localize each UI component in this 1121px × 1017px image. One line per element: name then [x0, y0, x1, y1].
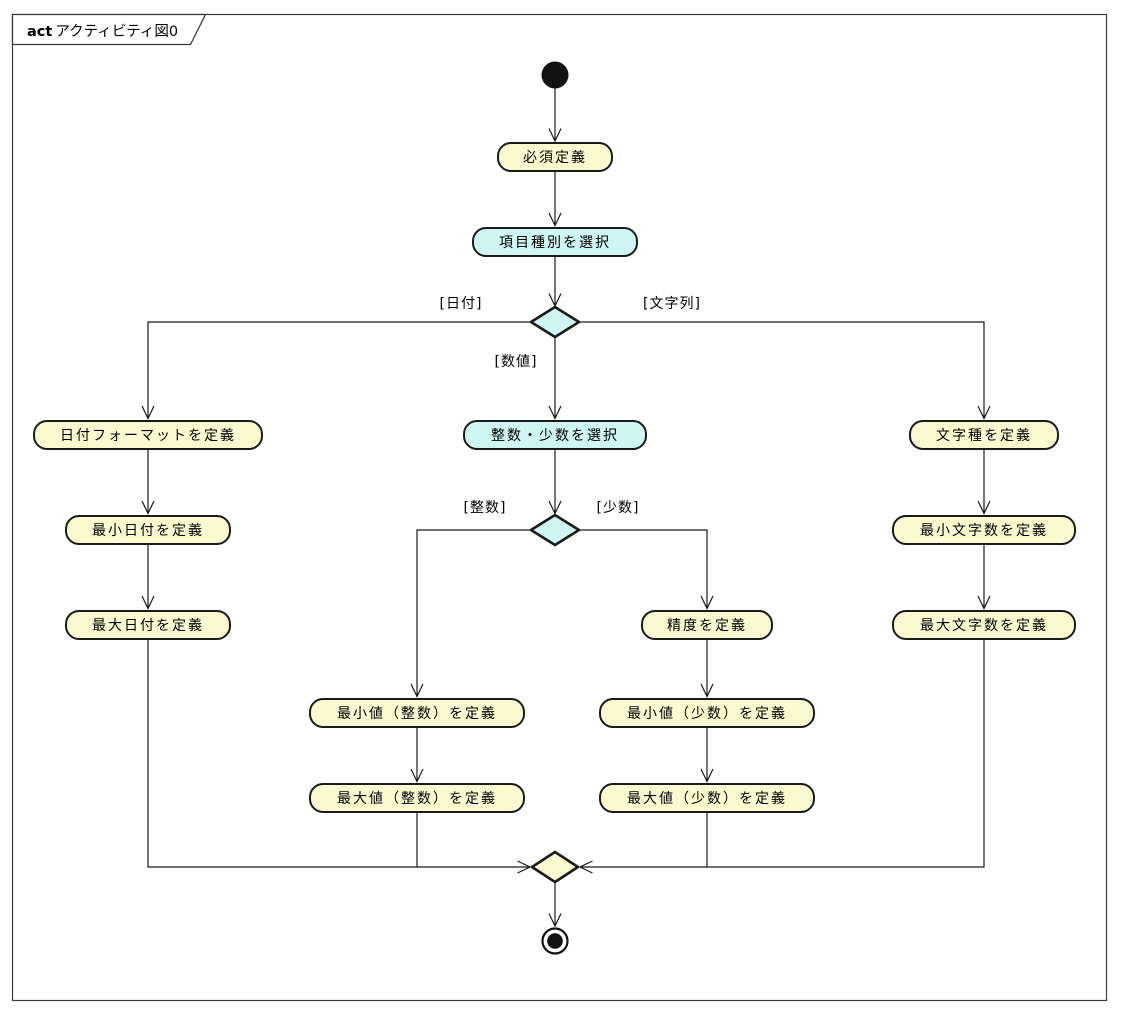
frame-diagram-name: アクティビティ図0	[55, 24, 179, 40]
guard-date-label: [日付]	[439, 296, 483, 312]
guard-string-label: [文字列]	[643, 296, 701, 312]
decision-node-item-type	[529, 305, 581, 339]
edge-select-num-to-decision2	[548, 450, 562, 515]
action-define-min-char-count: 最小文字数を定義	[892, 515, 1076, 545]
edge-chartype-to-minchar	[977, 450, 991, 515]
action-define-max-value-decimal: 最大値（少数）を定義	[599, 783, 815, 813]
action-define-char-type: 文字種を定義	[909, 420, 1059, 450]
merge-node	[530, 850, 580, 884]
edge-decision2-decimal-branch	[579, 529, 714, 610]
guard-numeric-label: [数値]	[494, 354, 538, 370]
edge-decision1-date-branch	[141, 321, 531, 420]
edge-mindate-to-maxdate	[141, 545, 155, 610]
action-define-max-char-count: 最大文字数を定義	[892, 610, 1076, 640]
guard-decimal-label: [少数]	[596, 500, 640, 516]
edges-layer	[141, 88, 991, 928]
edge-precision-to-mindecimal	[700, 640, 714, 698]
edge-start-to-required	[548, 88, 562, 143]
edge-minchar-to-maxchar	[977, 545, 991, 610]
edge-select-type-to-decision1	[548, 257, 562, 308]
edge-minint-to-maxint	[410, 728, 424, 783]
final-node-icon	[541, 927, 569, 955]
edge-decision1-numeric-branch	[548, 337, 562, 420]
frame-title-tab	[11, 13, 207, 46]
edge-decision2-integer-branch	[410, 529, 531, 698]
action-define-max-value-int: 最大値（整数）を定義	[309, 783, 525, 813]
action-define-min-date: 最小日付を定義	[65, 515, 231, 545]
guard-integer-label: [整数]	[463, 500, 507, 516]
action-define-min-value-int: 最小値（整数）を定義	[309, 698, 525, 728]
action-define-min-value-decimal: 最小値（少数）を定義	[599, 698, 815, 728]
action-define-precision: 精度を定義	[641, 610, 773, 640]
action-select-item-type: 項目種別を選択	[472, 227, 638, 257]
action-define-date-format: 日付フォーマットを定義	[33, 420, 263, 450]
edge-mindecimal-to-maxdecimal	[700, 728, 714, 783]
action-required-definition: 必須定義	[497, 142, 613, 172]
frame-keyword: act	[27, 24, 53, 40]
action-select-int-or-decimal: 整数・少数を選択	[463, 420, 647, 450]
edge-maxdate-to-merge	[147, 640, 532, 874]
initial-node-icon	[541, 61, 569, 89]
diagram-frame	[11, 13, 1108, 1002]
edge-required-to-select-type	[548, 172, 562, 227]
edge-merge-to-final	[548, 882, 562, 928]
action-define-max-date: 最大日付を定義	[65, 610, 231, 640]
edge-decision1-string-branch	[579, 321, 991, 420]
edge-maxchar-to-merge	[578, 640, 985, 874]
decision-node-number-type	[529, 513, 581, 547]
edge-dateformat-to-mindate	[141, 450, 155, 515]
